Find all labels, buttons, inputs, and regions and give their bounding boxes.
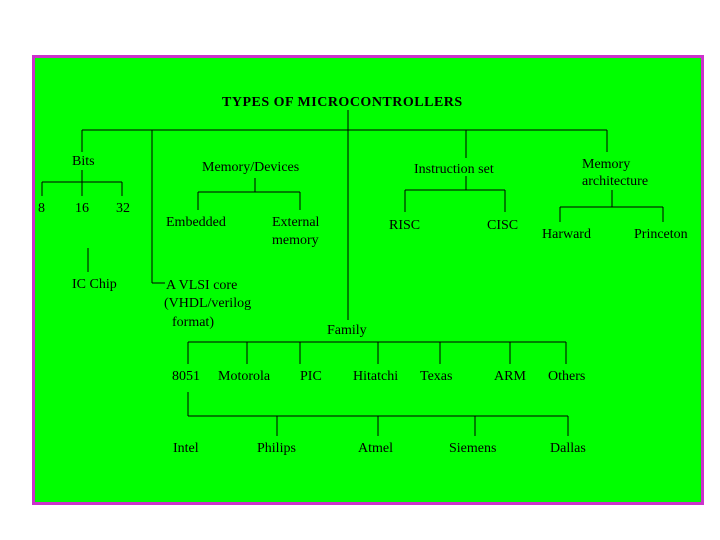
- node-bits-8: 8: [38, 201, 45, 216]
- node-memory-devices: Memory/Devices: [202, 160, 300, 175]
- node-siemens: Siemens: [449, 441, 497, 456]
- node-others: Others: [548, 369, 586, 384]
- node-texas: Texas: [420, 369, 453, 384]
- node-vlsi-line3: format): [172, 315, 214, 330]
- node-embedded: Embedded: [166, 215, 226, 230]
- node-8051: 8051: [172, 369, 200, 384]
- node-external-line1: External: [272, 215, 320, 230]
- node-dallas: Dallas: [550, 441, 586, 456]
- node-bits-32: 32: [116, 201, 130, 216]
- node-atmel: Atmel: [358, 441, 393, 456]
- node-hitatchi: Hitatchi: [353, 369, 399, 384]
- node-ic-chip: IC Chip: [72, 277, 117, 292]
- node-memory-arch-line2: architecture: [582, 174, 649, 189]
- node-bits-16: 16: [75, 201, 89, 216]
- node-memory-arch-line1: Memory: [582, 157, 631, 172]
- node-harward: Harward: [542, 227, 591, 242]
- node-cisc: CISC: [487, 218, 519, 233]
- node-instruction-set: Instruction set: [414, 162, 494, 177]
- node-bits: Bits: [72, 154, 95, 169]
- node-arm: ARM: [494, 369, 526, 384]
- node-princeton: Princeton: [634, 227, 688, 242]
- node-intel: Intel: [173, 441, 199, 456]
- node-motorola: Motorola: [218, 369, 271, 384]
- node-pic: PIC: [300, 369, 322, 384]
- node-philips: Philips: [257, 441, 296, 456]
- diagram-title: TYPES OF MICROCONTROLLERS: [222, 95, 463, 110]
- node-vlsi-line2: (VHDL/verilog: [164, 296, 252, 311]
- node-risc: RISC: [389, 218, 421, 233]
- node-vlsi-line1: A VLSI core: [166, 278, 238, 293]
- node-family: Family: [327, 323, 367, 338]
- node-external-line2: memory: [272, 233, 319, 248]
